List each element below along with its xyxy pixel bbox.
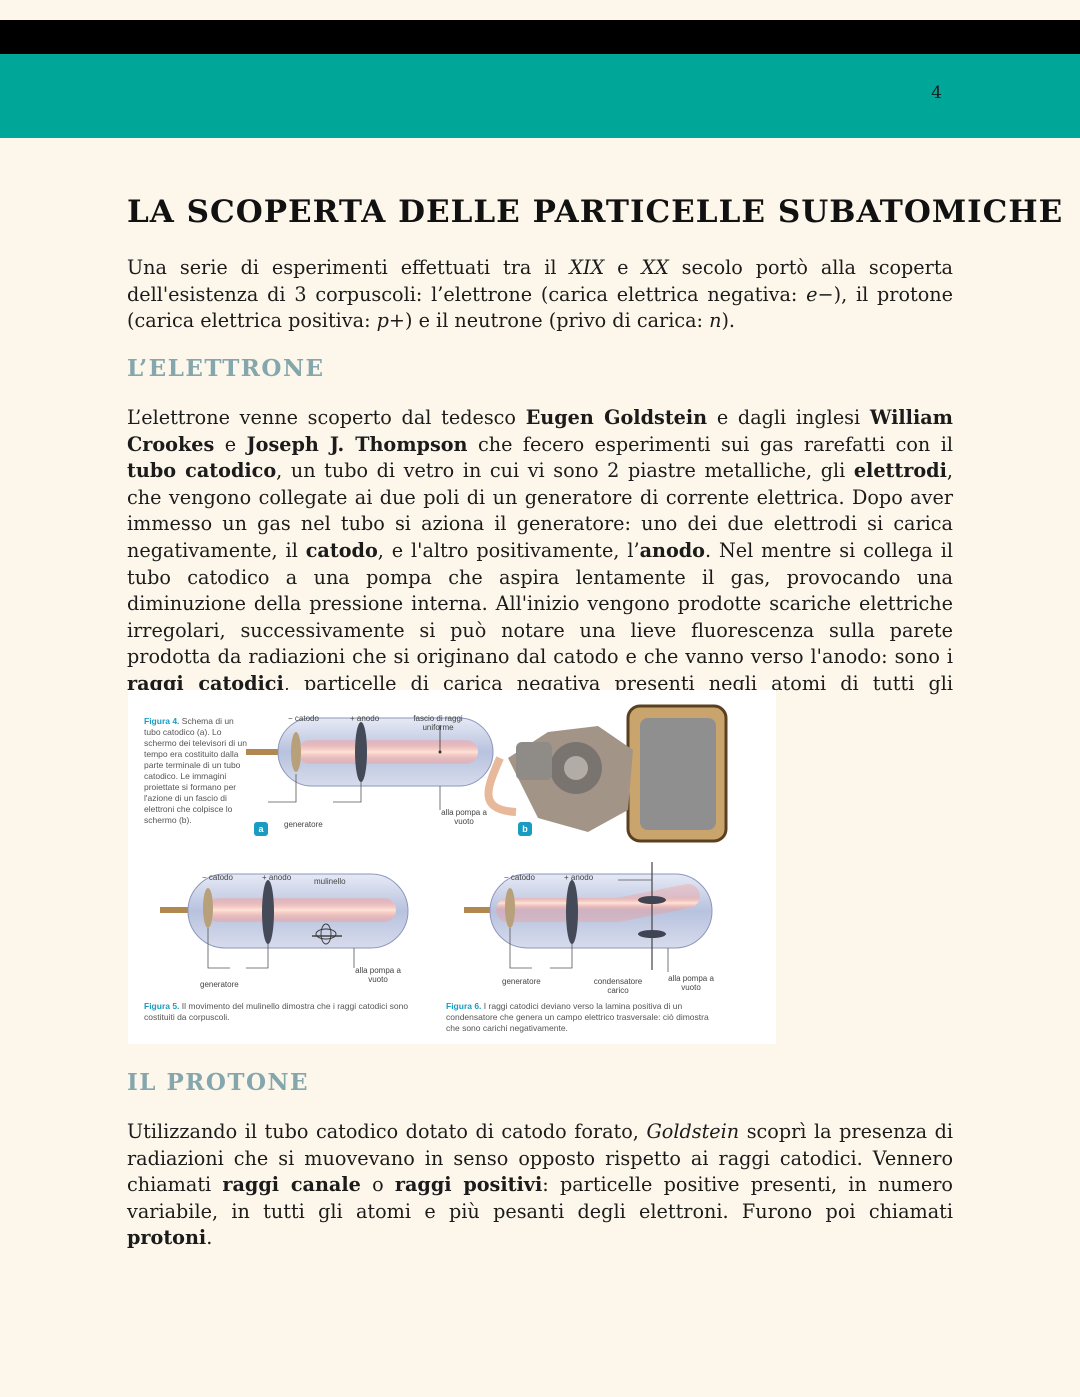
label-condensatore: condensatore carico [593, 977, 643, 995]
text-run: Utilizzando il tubo catodico dotato di c… [127, 1120, 647, 1143]
text-run: anodo [639, 538, 705, 562]
page-number: 4 [931, 83, 942, 103]
electron-paragraph: L’elettrone venne scoperto dal tedesco E… [127, 405, 953, 724]
text-run: . [206, 1226, 213, 1250]
label-generatore-6: generatore [502, 977, 541, 986]
text-run: , e l'altro positivamente, l’ [377, 538, 640, 562]
text-run: , che vengono collegate ai due poli di u… [127, 459, 953, 562]
text-run: o [360, 1173, 395, 1197]
text-run: : particelle positive presenti, in numer… [127, 1173, 953, 1223]
intro-paragraph: Una serie di esperimenti effettuati tra … [127, 255, 953, 335]
text-run: Goldstein [646, 1120, 740, 1143]
text-run: elettrodi [853, 459, 947, 483]
text-run: ), il protone (carica elettrica positiva… [127, 282, 953, 333]
text-run: raggi positivi [394, 1173, 543, 1197]
crt-television-photo [484, 704, 728, 843]
figure-6-caption: Figura 6. I raggi catodici deviano verso… [446, 1001, 709, 1033]
label-generatore-5: generatore [200, 980, 239, 989]
text-run: n [709, 309, 722, 333]
cathode-tube-fig6 [464, 862, 713, 972]
label-pompa-6: alla pompa a vuoto [668, 974, 714, 992]
label-catodo-6: − catodo [504, 873, 535, 882]
header-band [0, 54, 1080, 138]
page-title: LA SCOPERTA DELLE PARTICELLE SUBATOMICHE [127, 194, 1064, 230]
text-run: , un tubo di vetro in cui vi sono 2 pias… [276, 459, 854, 483]
text-run: e− [806, 282, 834, 306]
text-run: scoprì la presenza di radiazioni che si … [127, 1120, 953, 1197]
proton-paragraph: Utilizzando il tubo catodico dotato di c… [127, 1119, 953, 1252]
text-run: ). [721, 309, 736, 333]
text-run: raggi catodici [127, 671, 284, 695]
text-run: p+ [376, 309, 406, 333]
text-run: e dagli inglesi [707, 406, 870, 429]
cathode-tube-figure: Figura 4. Schema di un tubo catodico (a)… [128, 690, 776, 1044]
section-heading-proton: IL PROTONE [127, 1069, 310, 1096]
label-anodo-a: + anodo [350, 714, 380, 723]
text-run: protoni [127, 1226, 207, 1250]
label-pompa-5: alla pompa a vuoto [355, 966, 401, 984]
text-run: secolo portò alla scoperta dell'esistenz… [127, 256, 953, 306]
text-run: . Nel mentre si collega il tubo catodico… [127, 538, 953, 669]
label-pompa-a: alla pompa a vuoto [441, 808, 487, 826]
figure-illustration [160, 704, 728, 972]
text-run: catodo [305, 538, 378, 562]
text-run: che fecero esperimenti sui gas rarefatti… [467, 432, 953, 456]
text-run: XX [641, 256, 669, 279]
label-catodo-a: − catodo [288, 714, 319, 723]
label-fascio: fascio di raggi uniforme [413, 714, 463, 732]
text-run: XIX [569, 256, 605, 279]
text-run: e [214, 432, 247, 456]
text-run: Joseph J. Thompson [246, 432, 468, 456]
text-run: L’elettrone venne scoperto dal tedesco [127, 406, 526, 429]
badge-a: a [254, 822, 268, 836]
label-catodo-5: − catodo [202, 873, 233, 882]
figure-5-caption: Figura 5. Il movimento del mulinello dim… [144, 1001, 409, 1022]
top-black-bar [0, 20, 1080, 54]
badge-b: b [518, 822, 532, 836]
text-run: Una serie di esperimenti effettuati tra … [127, 256, 570, 279]
text-run: e [604, 256, 642, 279]
label-mulinello: mulinello [314, 877, 346, 886]
text-run: ) e il neutrone (privo di carica: [405, 309, 710, 333]
figure-4-caption: Figura 4. Schema di un tubo catodico (a)… [144, 716, 247, 825]
text-run: Eugen Goldstein [525, 406, 708, 429]
label-generatore-a: generatore [284, 820, 323, 829]
text-run: raggi canale [222, 1173, 361, 1197]
cathode-tube-fig5 [160, 873, 409, 969]
text-run: William Crookes [127, 406, 953, 456]
label-anodo-6: + anodo [564, 873, 594, 882]
section-heading-electron: L’ELETTRONE [127, 355, 325, 382]
text-run: tubo catodico [127, 459, 277, 483]
label-anodo-5: + anodo [262, 873, 292, 882]
cathode-tube-a [246, 717, 494, 810]
